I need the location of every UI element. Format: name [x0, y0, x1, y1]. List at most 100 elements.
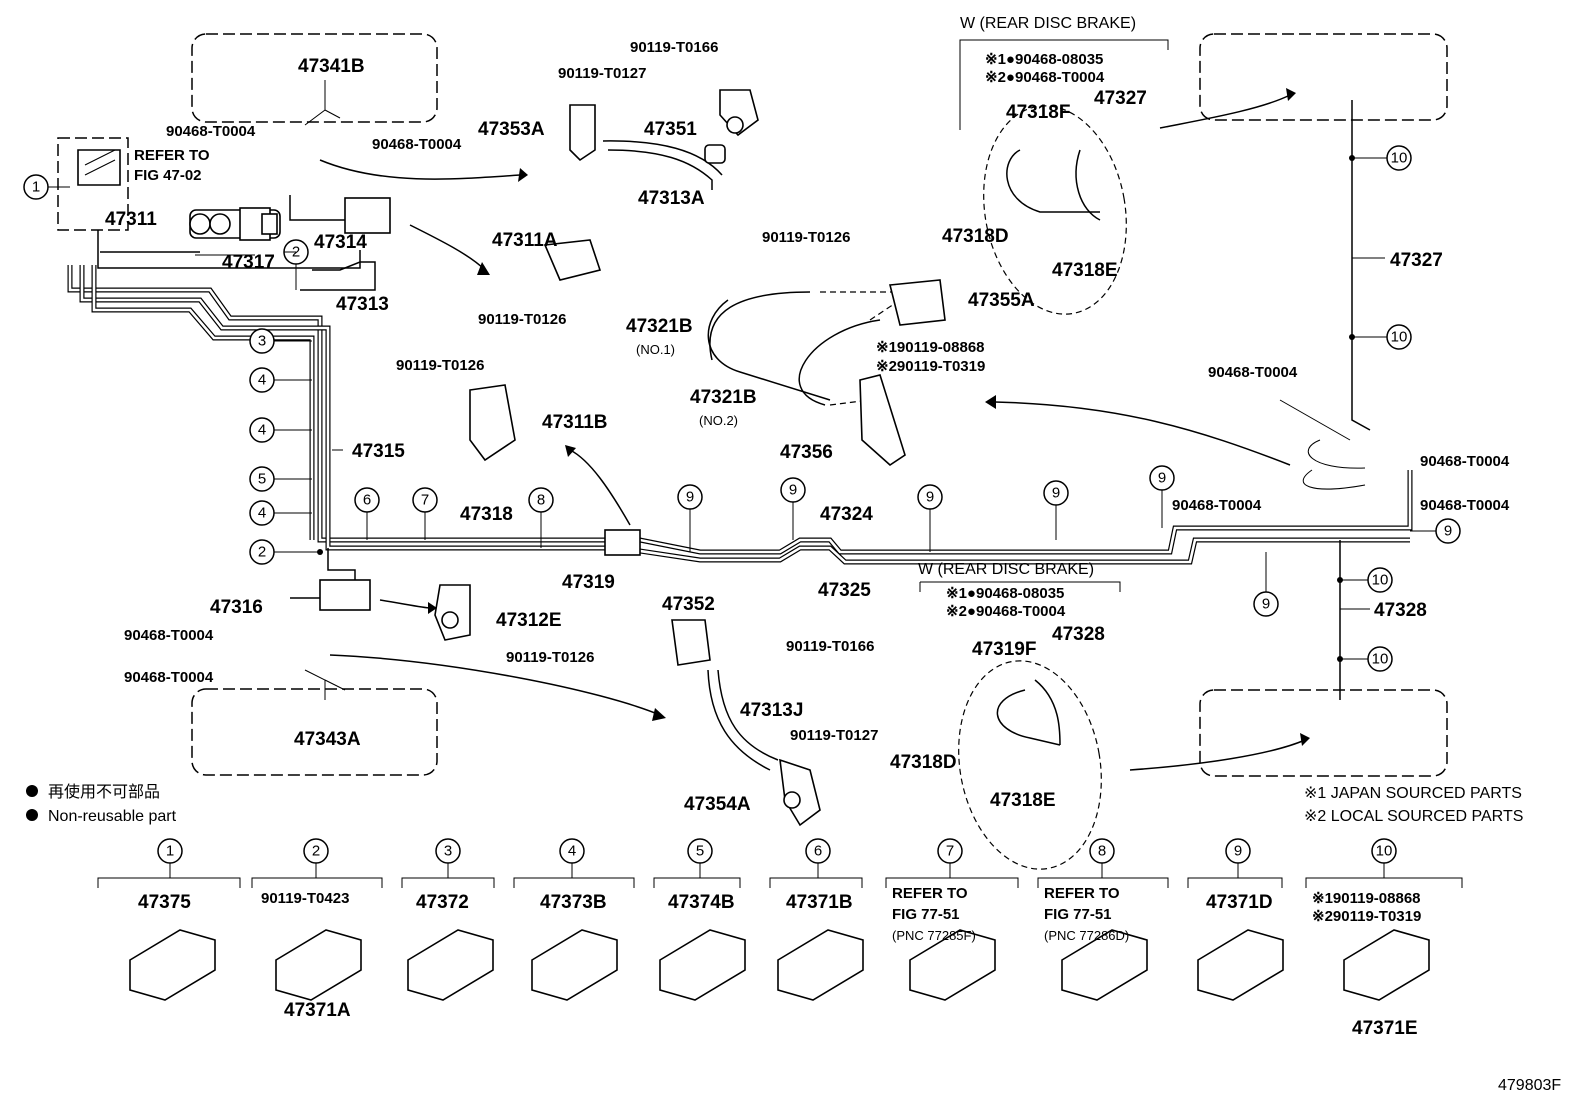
- rear-disc-note-bottom-1: ※1●90468-08035: [946, 585, 1064, 602]
- clamp-callout: 7: [937, 838, 963, 864]
- clamp-bolt-number: ※290119-T0319: [1312, 908, 1421, 925]
- nut-90468-T0004-b: 90468-T0004: [372, 136, 462, 153]
- clamp-illustration: [1343, 929, 1430, 1001]
- part-47318E-bottom: 47318E: [990, 790, 1056, 811]
- legend-jp: 再使用不可部品: [48, 783, 160, 801]
- svg-text:10: 10: [1391, 329, 1408, 346]
- svg-text:9: 9: [1444, 523, 1452, 540]
- svg-text:9: 9: [1262, 596, 1270, 613]
- part-47327: 47327: [1390, 250, 1443, 271]
- ref-box-rear-top: [1199, 33, 1448, 121]
- callout-10: 10: [1367, 646, 1393, 672]
- part-47343A: 47343A: [294, 729, 361, 750]
- leader-lines: [195, 39, 1385, 700]
- clamp-bolt-number: ※190119-08868: [1312, 890, 1421, 907]
- diagram-id: 479803F: [1498, 1077, 1561, 1094]
- svg-text:9: 9: [686, 489, 694, 506]
- part-47311B: 47311B: [542, 412, 608, 433]
- bolt-90119-T0127-bottom: 90119-T0127: [790, 727, 878, 744]
- nut-90468-T0004-d: 90468-T0004: [124, 669, 214, 686]
- callout-9: 9: [1435, 518, 1461, 544]
- svg-text:3: 3: [444, 843, 452, 860]
- svg-text:6: 6: [363, 492, 371, 509]
- legend-bullet-jp: [26, 785, 38, 797]
- callout-10: 10: [1367, 567, 1393, 593]
- part-47311A: 47311A: [492, 230, 558, 251]
- clamp-refer-text: REFER TO: [1044, 885, 1120, 902]
- callout-7: 7: [412, 487, 438, 513]
- svg-text:2: 2: [258, 544, 266, 561]
- svg-text:4: 4: [258, 372, 266, 389]
- callout-4: 4: [249, 417, 275, 443]
- clamp-callout: 1: [157, 838, 183, 864]
- callout-4: 4: [249, 367, 275, 393]
- part-47353A: 47353A: [478, 119, 545, 140]
- bolt-90119-T0166-top: 90119-T0166: [630, 39, 718, 56]
- svg-text:4: 4: [258, 505, 266, 522]
- svg-text:1: 1: [32, 179, 40, 196]
- part-47341B: 47341B: [298, 56, 365, 77]
- clamp-callout: 8: [1089, 838, 1115, 864]
- bolt-90119-T0126-d: 90119-T0126: [506, 649, 594, 666]
- nut-90468-T0004-g: 90468-T0004: [1172, 497, 1262, 514]
- part-47313A: 47313A: [638, 188, 705, 209]
- callout-connectors: [48, 155, 1436, 662]
- part-47319: 47319: [562, 572, 615, 593]
- part-47325: 47325: [818, 580, 871, 601]
- svg-text:10: 10: [1372, 651, 1389, 668]
- part-47318E-top: 47318E: [1052, 260, 1118, 281]
- callout-10: 10: [1386, 324, 1412, 350]
- svg-text:10: 10: [1372, 572, 1389, 589]
- part-47319F: 47319F: [972, 639, 1036, 660]
- svg-text:9: 9: [926, 489, 934, 506]
- part-47317: 47317: [222, 252, 275, 273]
- svg-text:9: 9: [789, 482, 797, 499]
- main-brake-lines: [67, 100, 1413, 700]
- clamp-illustration: [777, 929, 864, 1001]
- clamp-part-number: 47372: [416, 892, 469, 913]
- part-47312E: 47312E: [496, 610, 562, 631]
- callout-9: 9: [1043, 480, 1069, 506]
- clamp-entry-3: 3 47372: [401, 838, 495, 1001]
- clamp-callout: 3: [435, 838, 461, 864]
- part-47313: 47313: [336, 294, 389, 315]
- ref-box-47341B: [191, 33, 438, 123]
- clamp-refer-text: (PNC 77286D): [1044, 928, 1129, 943]
- svg-text:7: 7: [421, 492, 429, 509]
- callout-10: 10: [1386, 145, 1412, 171]
- callout-9: 9: [677, 484, 703, 510]
- mid-hose-parts: [434, 89, 1127, 870]
- part-47321B-no1: 47321B: [626, 316, 693, 337]
- ref-box-rear-bottom: [1199, 689, 1448, 777]
- svg-text:9: 9: [1234, 843, 1242, 860]
- callout-6: 6: [354, 487, 380, 513]
- clamp-part-number: 47371E: [1352, 1018, 1418, 1039]
- bolt-90119-T0126-a: 90119-T0126: [478, 311, 566, 328]
- flow-arrows: [319, 88, 1310, 771]
- clamp-refer-text: FIG 77-51: [1044, 906, 1112, 923]
- bolt-90119-T0127-top: 90119-T0127: [558, 65, 646, 82]
- part-47315: 47315: [352, 441, 405, 462]
- clamp-part-number: 47375: [138, 892, 191, 913]
- clamp-entry-1: 1 47375: [97, 838, 241, 1001]
- part-47321B-no2-sub: (NO.2): [699, 413, 738, 428]
- clamp-illustration: [531, 929, 618, 1001]
- part-47355A: 47355A: [968, 290, 1035, 311]
- note-japan-sourced: ※1 JAPAN SOURCED PARTS: [1304, 785, 1522, 802]
- clamp-illustration: [1061, 929, 1148, 1001]
- clamp-refer-text: (PNC 77285F): [892, 928, 976, 943]
- part-47318D-top: 47318D: [942, 226, 1009, 247]
- note-local-sourced: ※2 LOCAL SOURCED PARTS: [1304, 808, 1523, 825]
- callout-5: 5: [249, 466, 275, 492]
- part-47318F: 47318F: [1006, 102, 1070, 123]
- clamp-refer-text: REFER TO: [892, 885, 968, 902]
- part-47318: 47318: [460, 504, 513, 525]
- clamp-illustration: [909, 929, 996, 1001]
- callout-9: 9: [1253, 591, 1279, 617]
